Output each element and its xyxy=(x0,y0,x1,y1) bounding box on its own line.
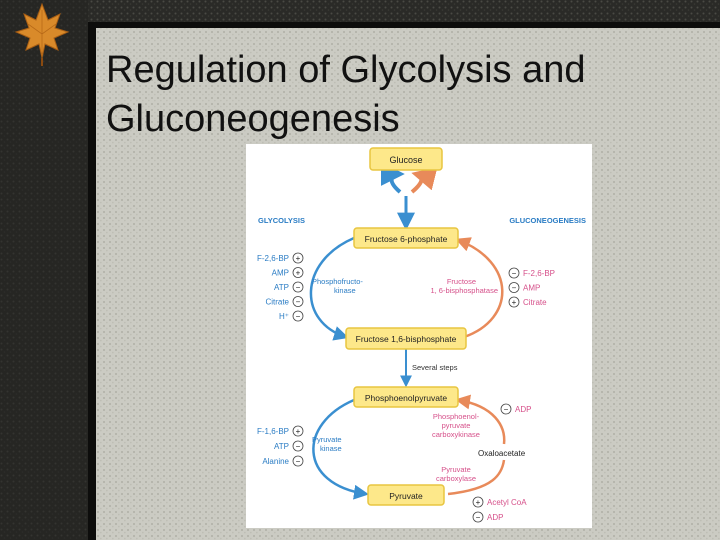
pc-regulators: +Acetyl CoA−ADP xyxy=(472,496,527,523)
glucose-orange-arc xyxy=(410,167,438,194)
inhibitor-sign-icon xyxy=(292,310,304,322)
node-pep-label: Phosphoenolpyruvate xyxy=(365,393,448,403)
regulator-sign: + xyxy=(296,254,301,263)
pfk-arrow xyxy=(309,236,355,341)
regulator-sign: − xyxy=(512,284,517,293)
regulator-label: ADP xyxy=(515,405,531,414)
several-steps-label: Several steps xyxy=(412,363,458,372)
pc-enzyme-label-1: Pyruvate xyxy=(441,465,471,474)
node-pyruvate-label: Pyruvate xyxy=(389,491,423,501)
node-f6p: Fructose 6-phosphate xyxy=(353,227,459,249)
regulator-label: AMP xyxy=(523,284,540,293)
regulator-label: F-2,6-BP xyxy=(257,254,289,263)
regulator-label: F-2,6-BP xyxy=(523,269,555,278)
activator-sign-icon xyxy=(292,267,304,278)
inhibitor-sign-icon xyxy=(508,267,520,279)
regulator-sign: + xyxy=(512,298,517,307)
pk-regulator-item: −Alanine xyxy=(262,455,304,467)
pc-regulator-item: −ADP xyxy=(472,511,503,523)
fbpase-regulator-item: −AMP xyxy=(508,282,540,293)
regulator-label: Alanine xyxy=(262,457,289,466)
pk-enzyme-label-1: Pyruvate xyxy=(312,435,342,444)
regulator-label: ADP xyxy=(487,513,503,522)
regulator-label: Citrate xyxy=(523,298,547,307)
fbpase-enzyme-label-1: Fructose xyxy=(447,277,476,286)
activator-sign-icon xyxy=(508,296,520,308)
pfk-enzyme-label-2: kinase xyxy=(334,286,356,295)
regulator-sign: − xyxy=(512,269,517,278)
regulator-sign: − xyxy=(296,442,301,451)
pc-regulator-item: + Acetyl CoA xyxy=(472,496,527,508)
regulator-label: ATP xyxy=(274,442,289,451)
regulator-label: ATP xyxy=(274,283,289,292)
activator-sign-icon xyxy=(292,252,304,264)
inhibitor-sign-icon xyxy=(500,403,512,415)
regulator-label: H⁺ xyxy=(279,312,289,321)
regulator-label: Acetyl CoA xyxy=(487,498,527,507)
activator-sign-icon xyxy=(472,496,484,508)
pfk-enzyme-label-1: Phosphofructo- xyxy=(312,277,363,286)
regulator-sign: − xyxy=(296,312,301,321)
pepck-regulator-item: −ADP xyxy=(500,403,531,415)
oxaloacetate-label: Oxaloacetate xyxy=(478,449,526,458)
glycolysis-header: GLYCOLYSIS xyxy=(258,216,305,225)
pepck-enzyme-label-3: carboxykinase xyxy=(432,430,480,439)
pfk-regulators: +F-2,6-BP+AMP−ATP−Citrate−H⁺ xyxy=(257,252,304,322)
slide-title-line-1: Regulation of Glycolysis and xyxy=(106,49,586,91)
regulator-sign: + xyxy=(476,498,481,507)
regulator-sign: − xyxy=(296,283,301,292)
pk-enzyme-label-2: kinase xyxy=(320,444,342,453)
inhibitor-sign-icon xyxy=(292,455,304,467)
node-f16bp: Fructose 1,6-bisphosphate xyxy=(345,327,467,350)
pk-regulator-item: −ATP xyxy=(274,440,304,452)
regulator-sign: + xyxy=(296,269,301,278)
maple-leaf-icon xyxy=(14,2,70,66)
inhibitor-sign-icon xyxy=(508,282,520,293)
glucose-blue-arc xyxy=(380,162,405,194)
regulator-sign: + xyxy=(296,427,301,436)
activator-sign-icon xyxy=(292,425,304,437)
inhibitor-sign-icon xyxy=(292,440,304,452)
pfk-regulator-item: −H⁺ xyxy=(279,310,304,322)
pc-enzyme-label-2: carboxylase xyxy=(436,474,476,483)
pfk-regulator-item: + AMP xyxy=(272,267,304,278)
pk-regulators: +F-1,6-BP−ATP−Alanine xyxy=(257,425,304,467)
glycolysis-gluconeogenesis-diagram: Glucose Fructose 6-phosphate Fructose 1,… xyxy=(246,144,592,528)
slide-title-line-2: Gluconeogenesis xyxy=(106,98,400,140)
pfk-regulator-item: −ATP xyxy=(274,281,304,293)
regulator-sign: − xyxy=(296,298,301,307)
node-pyruvate: Pyruvate xyxy=(367,484,445,506)
fbpase-arrow xyxy=(455,237,504,339)
regulator-sign: − xyxy=(296,457,301,466)
pepck-enzyme-label-2: pyruvate xyxy=(442,421,471,430)
node-glucose-label: Glucose xyxy=(389,155,422,165)
fbpase-regulator-item: + Citrate xyxy=(508,296,547,308)
fbpase-regulator-item: −F-2,6-BP xyxy=(508,267,555,279)
fbpase-regulators: −F-2,6-BP−AMP+Citrate xyxy=(508,267,555,308)
pc-arrow xyxy=(447,459,506,496)
inhibitor-sign-icon xyxy=(292,281,304,293)
node-pep: Phosphoenolpyruvate xyxy=(353,386,459,408)
pepck-regulators: −ADP xyxy=(500,403,531,415)
node-f16bp-label: Fructose 1,6-bisphosphate xyxy=(356,334,457,344)
inhibitor-sign-icon xyxy=(292,296,304,307)
regulator-sign: − xyxy=(476,513,481,522)
pepck-enzyme-label-1: Phosphoenol- xyxy=(433,412,480,421)
regulator-label: AMP xyxy=(272,269,289,278)
node-f6p-label: Fructose 6-phosphate xyxy=(365,234,448,244)
regulator-sign: − xyxy=(504,405,509,414)
pfk-regulator-item: + F-2,6-BP xyxy=(257,252,304,264)
node-glucose: Glucose xyxy=(369,147,443,171)
regulator-label: F-1,6-BP xyxy=(257,427,289,436)
inhibitor-sign-icon xyxy=(472,511,484,523)
pepck-arrow xyxy=(455,394,506,445)
slide-title: Regulation of Glycolysis and Gluconeogen… xyxy=(106,46,706,144)
fbpase-enzyme-label-2: 1, 6-bisphosphatase xyxy=(430,286,498,295)
pfk-regulator-item: −Citrate xyxy=(265,296,304,307)
pk-regulator-item: + F-1,6-BP xyxy=(257,425,304,437)
pk-arrow xyxy=(312,398,369,500)
regulator-label: Citrate xyxy=(265,298,289,307)
gluconeogenesis-header: GLUCONEOGENESIS xyxy=(509,216,586,225)
